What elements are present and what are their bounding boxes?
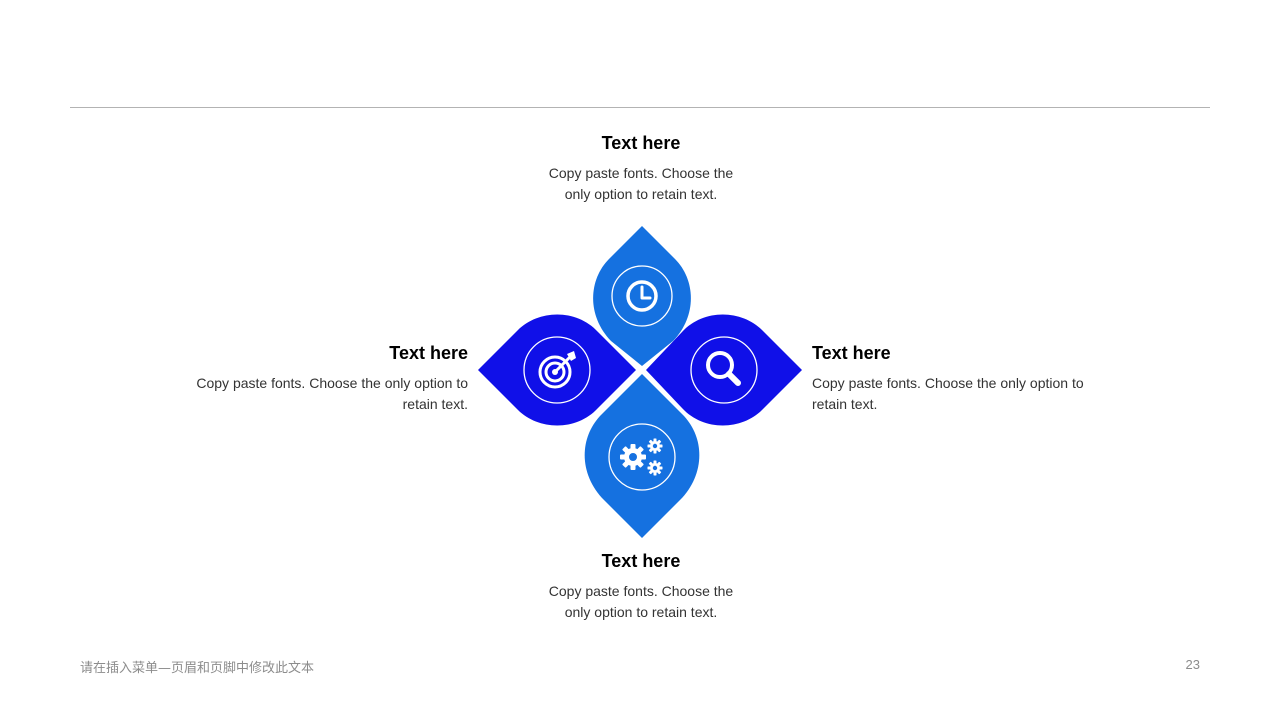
petal-diagram	[478, 226, 802, 538]
page-number: 23	[1185, 657, 1200, 672]
block-title: Text here	[601, 551, 681, 571]
header-divider	[70, 107, 1210, 108]
block-title: Text here	[389, 343, 468, 363]
search-icon	[706, 351, 741, 386]
text-block-bottom: Text here Copy paste fonts. Choose the o…	[540, 550, 742, 623]
petal-right	[646, 314, 802, 426]
target-icon	[538, 351, 576, 389]
block-body: Copy paste fonts. Choose the only option…	[548, 165, 734, 202]
text-block-top: Text here Copy paste fonts. Choose the o…	[540, 132, 742, 205]
footer-text: 请在插入菜单—页眉和页脚中修改此文本	[80, 661, 315, 676]
text-block-right: Text here Copy paste fonts. Choose the o…	[812, 342, 1087, 415]
block-body: Copy paste fonts. Choose the only option…	[196, 375, 468, 412]
petal-bottom	[584, 374, 700, 538]
petal-left	[478, 314, 636, 426]
block-body: Copy paste fonts. Choose the only option…	[548, 583, 734, 620]
block-body: Copy paste fonts. Choose the only option…	[812, 375, 1084, 412]
block-title: Text here	[601, 133, 681, 153]
clock-icon	[626, 280, 658, 312]
gears-icon	[620, 438, 663, 476]
block-title: Text here	[812, 343, 891, 363]
petal-top	[593, 226, 691, 366]
text-block-left: Text here Copy paste fonts. Choose the o…	[175, 342, 468, 415]
